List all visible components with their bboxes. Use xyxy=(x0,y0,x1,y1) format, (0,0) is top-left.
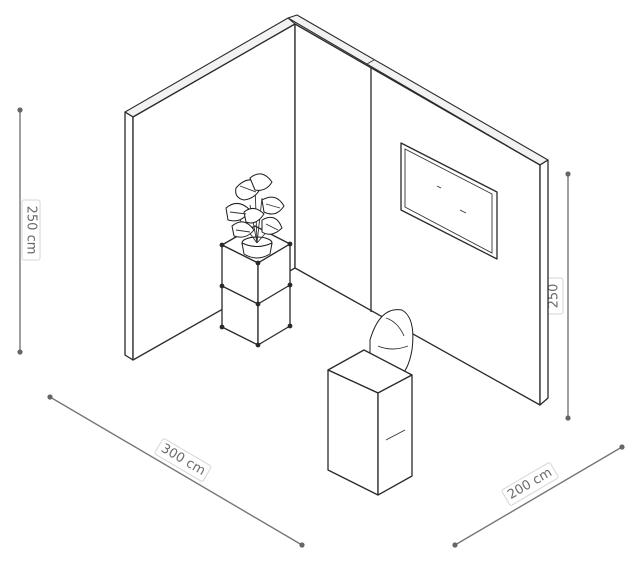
counter xyxy=(327,349,413,496)
dimension-width-front: 300 cm xyxy=(47,394,305,548)
dimension-depth-right: 200 cm xyxy=(452,444,625,548)
potted-plant xyxy=(225,173,285,259)
height-right-label: 250 xyxy=(547,284,562,309)
height-left-label: 250 cm xyxy=(24,206,39,255)
wall-screen xyxy=(400,142,498,260)
dimension-height-right: 250 xyxy=(544,171,571,421)
dimension-height-left: 250 cm xyxy=(17,107,41,355)
